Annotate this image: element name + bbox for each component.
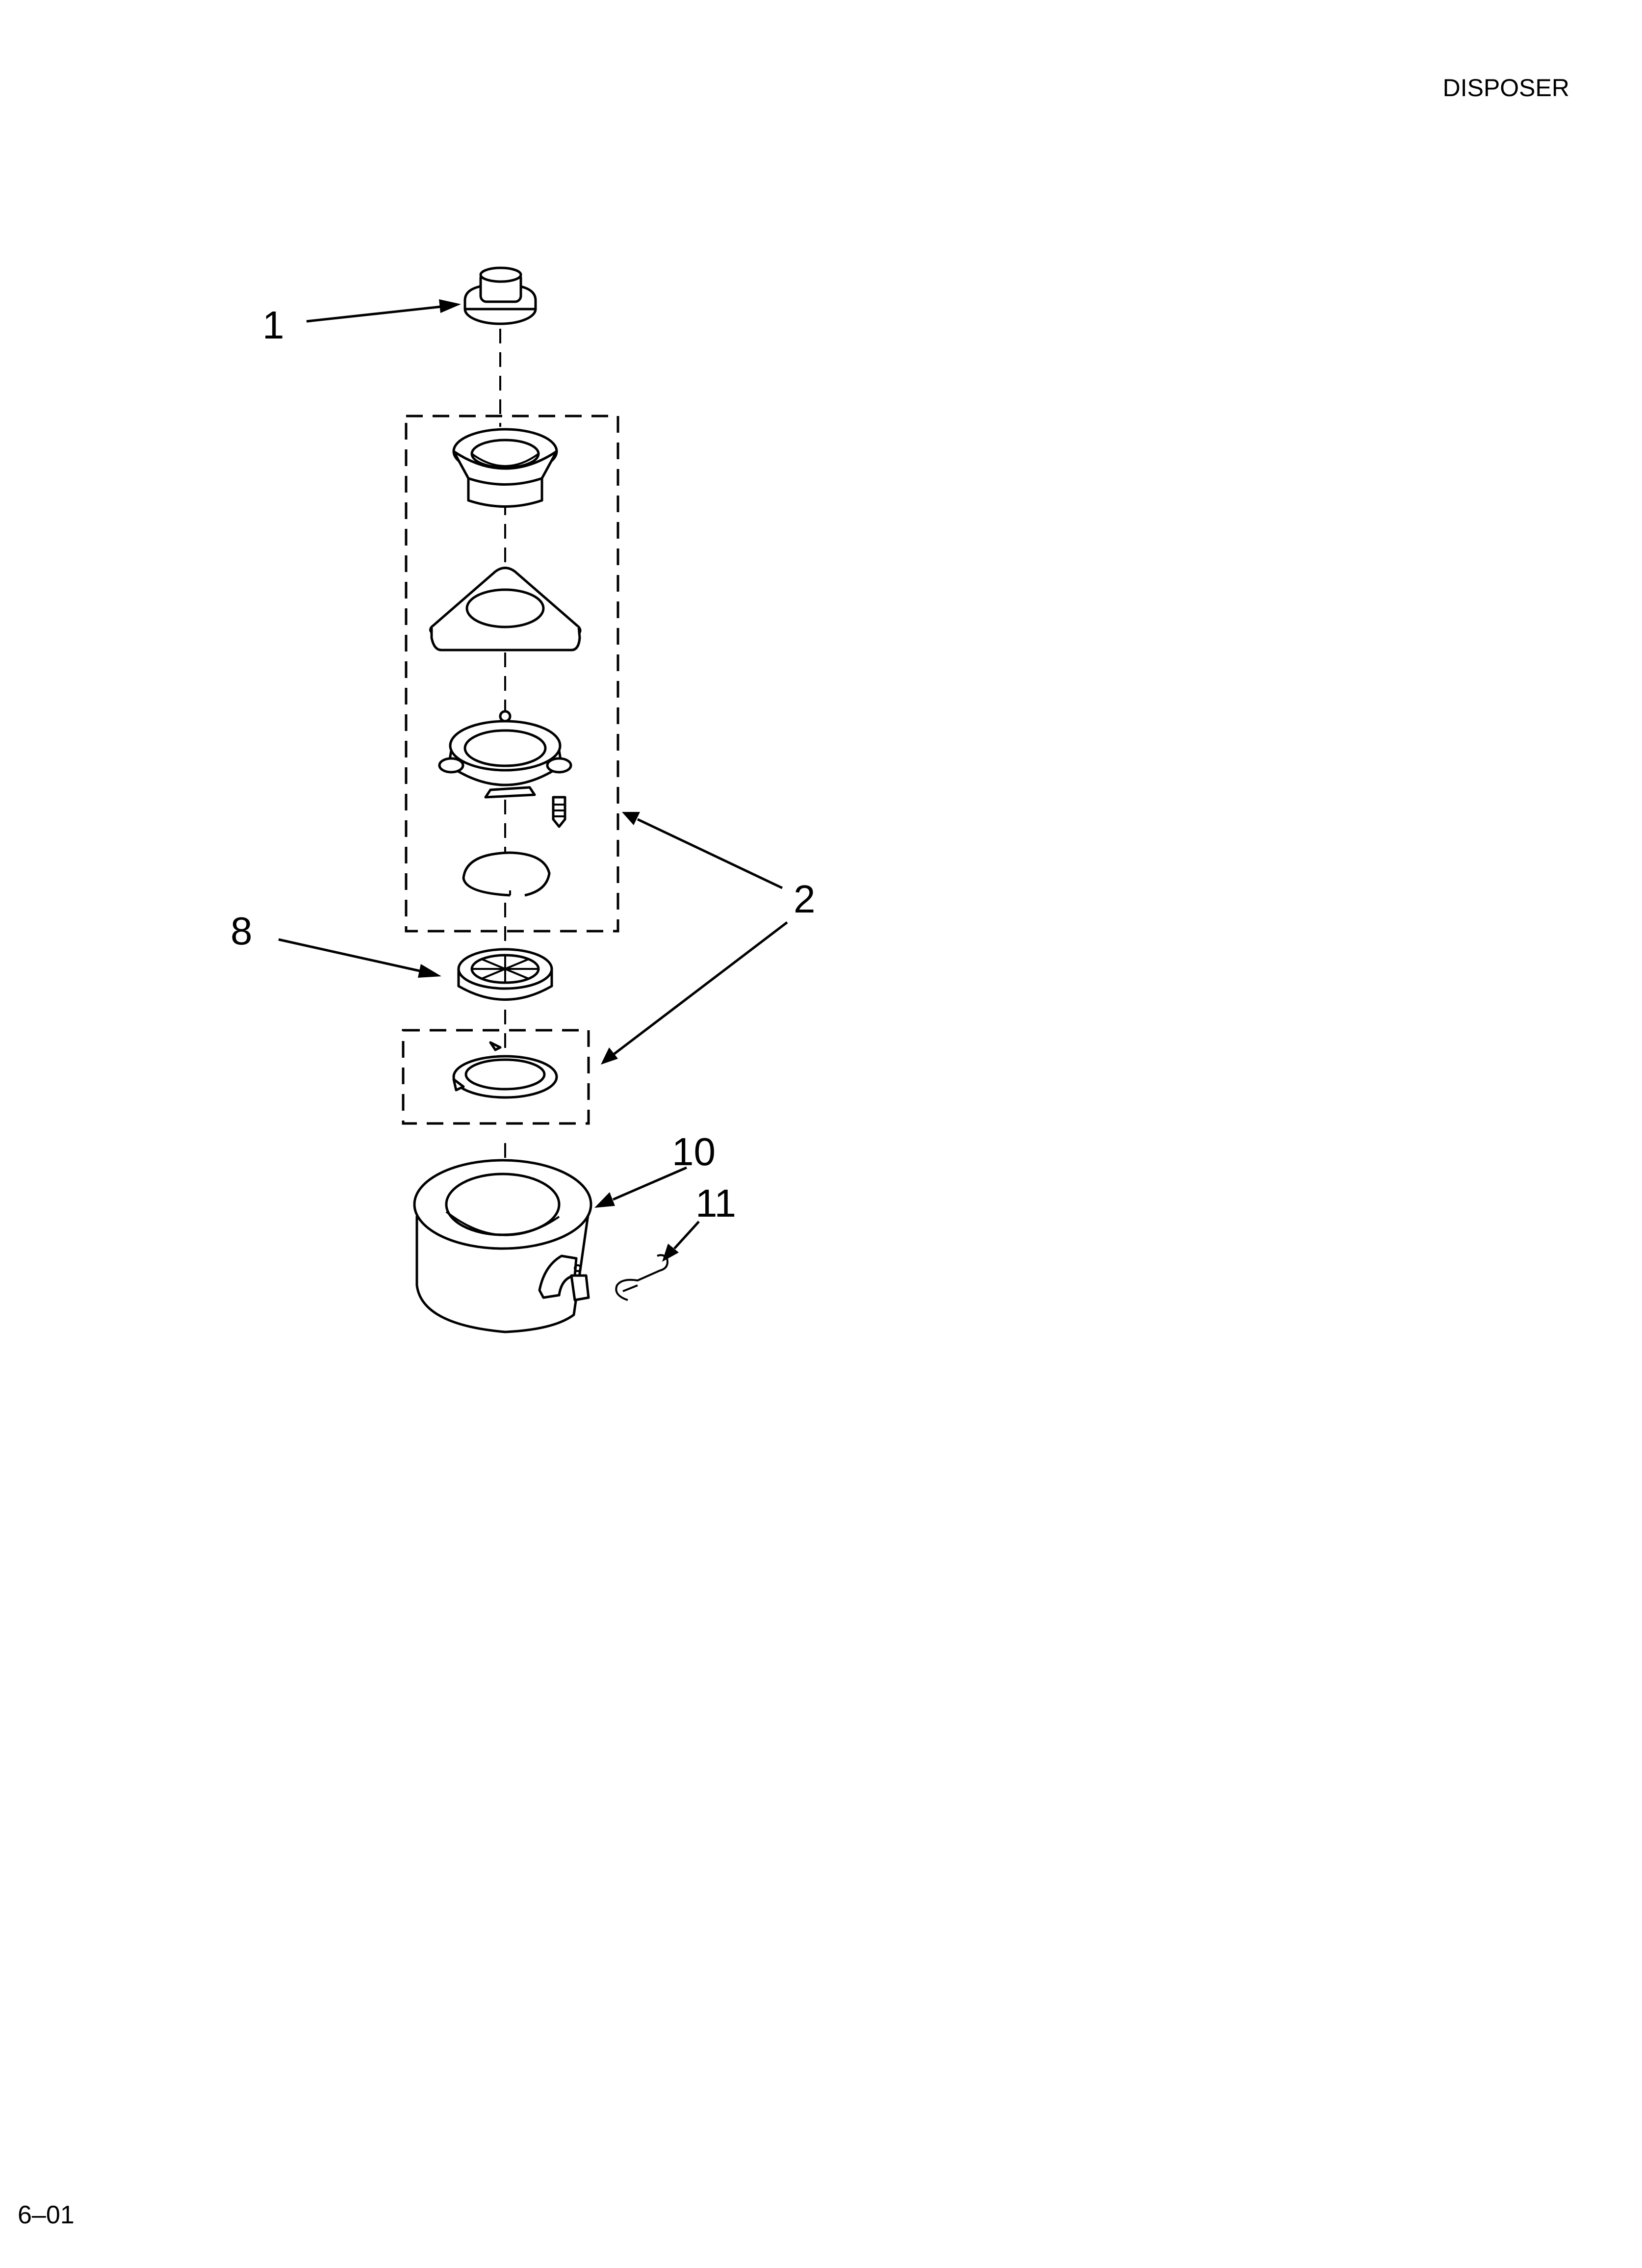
callout-1: 1 (262, 303, 284, 347)
sink-flange-part (452, 428, 558, 508)
snap-ring-part (462, 851, 551, 897)
leader-line-10 (594, 1166, 687, 1208)
leader-line-2-upper (622, 812, 783, 889)
kit-box-upper (405, 415, 619, 933)
leader-line-2-lower (601, 921, 788, 1065)
leader-line-11 (662, 1221, 700, 1262)
mounting-ring-part (452, 1041, 558, 1099)
stopper-part (463, 266, 537, 325)
callout-11: 11 (695, 1181, 736, 1225)
callout-2: 2 (794, 877, 816, 921)
page-code: 6–01 (18, 2201, 75, 2229)
backup-flange-part (438, 710, 572, 828)
callout-10: 10 (672, 1130, 716, 1173)
leader-line-1 (306, 299, 461, 323)
leader-line-8 (278, 938, 441, 978)
splash-guard-part (457, 948, 553, 1001)
housing-part (413, 1159, 592, 1333)
callout-8: 8 (231, 909, 253, 953)
wire-clip-part (615, 1254, 668, 1301)
page-title: DISPOSER (1442, 74, 1569, 102)
triangular-gasket-part (429, 567, 582, 652)
kit-box-lower (402, 1029, 590, 1125)
